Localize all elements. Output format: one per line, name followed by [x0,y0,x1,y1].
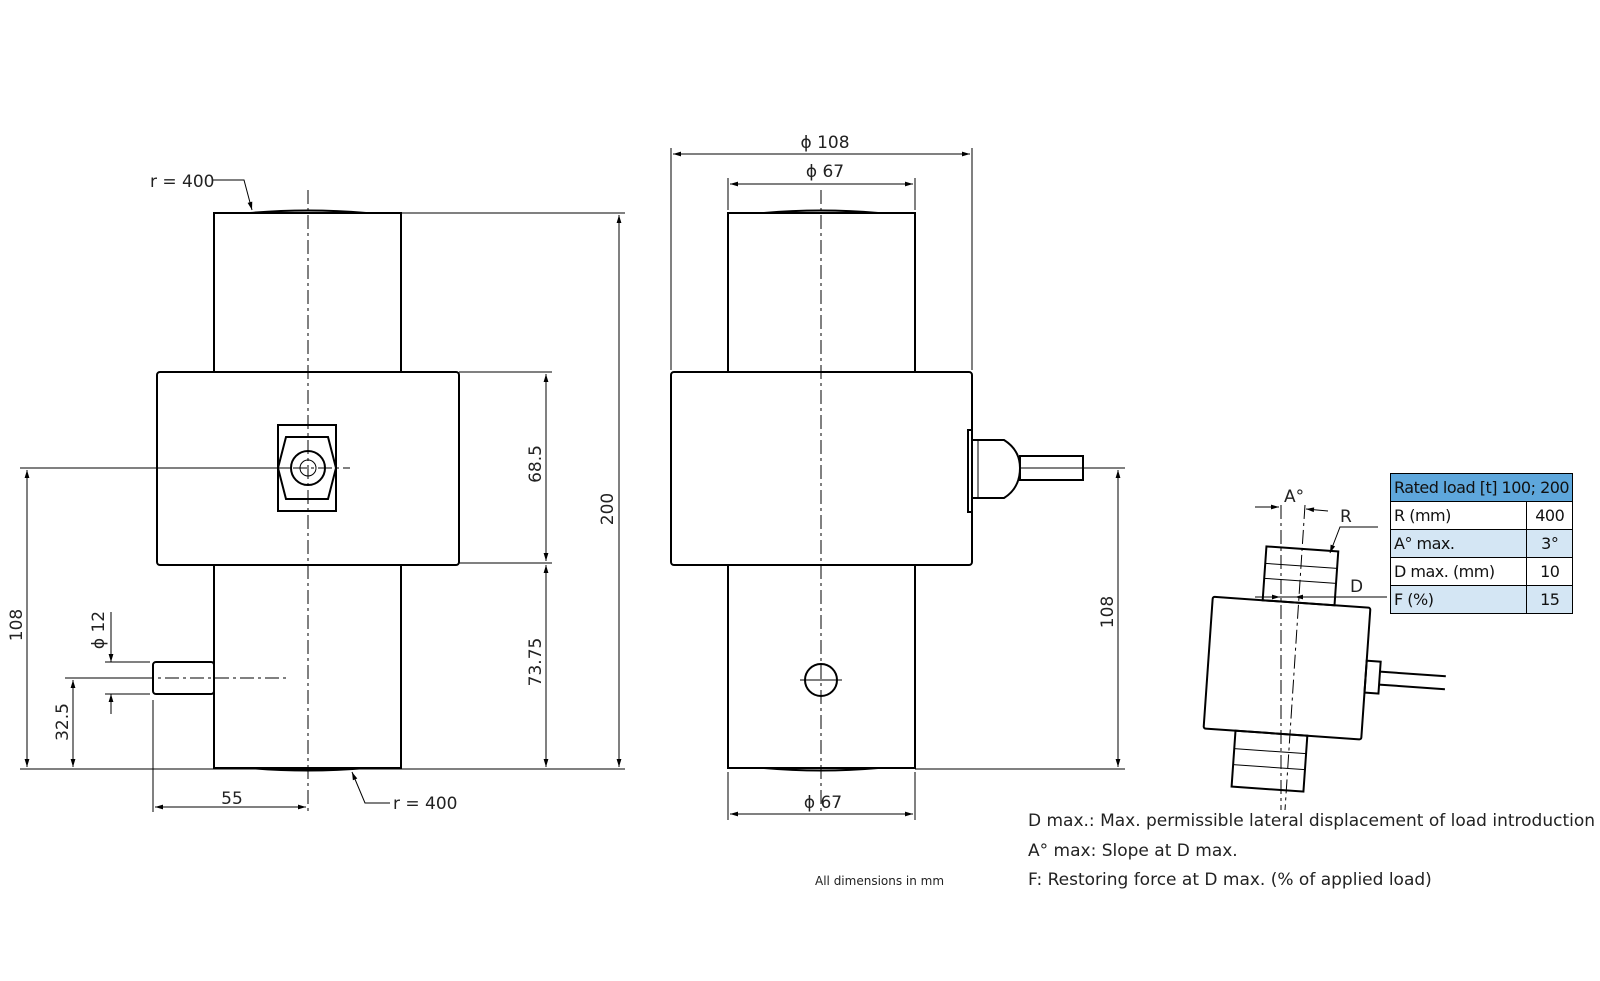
dim-phi67-bottom: ϕ 67 [804,793,842,813]
row-value: 3° [1526,529,1574,558]
table-row: D max. (mm)10 [1389,557,1574,586]
note-f: F: Restoring force at D max. (% of appli… [1028,870,1432,890]
bottom-cylinder [1230,729,1309,793]
dim-108-middle: 108 [1098,596,1118,628]
table-row: R (mm)400 [1389,501,1574,530]
rated-load-table: Rated load [t] 100; 200 R (mm)400 A° max… [1389,473,1574,614]
middle-view: ϕ 108 ϕ 67 ϕ 67 108 [670,133,1125,820]
body [1202,595,1372,741]
radius-label: R [1340,507,1352,527]
row-label: A° max. [1389,529,1528,558]
radius-top-label: r = 400 [150,172,215,192]
row-value: 400 [1526,501,1574,530]
units-note: All dimensions in mm [815,874,944,888]
dim-32-5: 32.5 [53,703,73,741]
row-value: 10 [1526,557,1574,586]
left-view: r = 400 r = 400 108 32.5 ϕ 12 55 68.5 73… [7,172,625,815]
row-label: R (mm) [1389,501,1528,530]
displacement-label: D [1350,577,1363,597]
row-label: D max. (mm) [1389,557,1528,586]
row-label: F (%) [1389,585,1528,614]
radius-bottom-label: r = 400 [393,794,458,814]
tilt-view: A° R D [1202,487,1446,811]
note-a-max: A° max: Slope at D max. [1028,841,1238,861]
dim-phi12: ϕ 12 [89,611,109,649]
dim-73-75: 73.75 [526,638,546,687]
angle-label: A° [1284,487,1304,507]
dim-55: 55 [221,789,243,809]
dim-phi67-top: ϕ 67 [806,162,844,182]
dim-200: 200 [598,493,618,525]
dim-108-left: 108 [7,609,27,641]
note-d-max: D max.: Max. permissible lateral displac… [1028,811,1595,831]
dim-phi108: ϕ 108 [800,133,849,153]
table-row: A° max.3° [1389,529,1574,558]
dim-68-5: 68.5 [526,445,546,483]
row-value: 15 [1526,585,1574,614]
cable-gland [972,439,1022,499]
table-header: Rated load [t] 100; 200 [1389,473,1574,502]
table-row: F (%)15 [1389,585,1574,614]
